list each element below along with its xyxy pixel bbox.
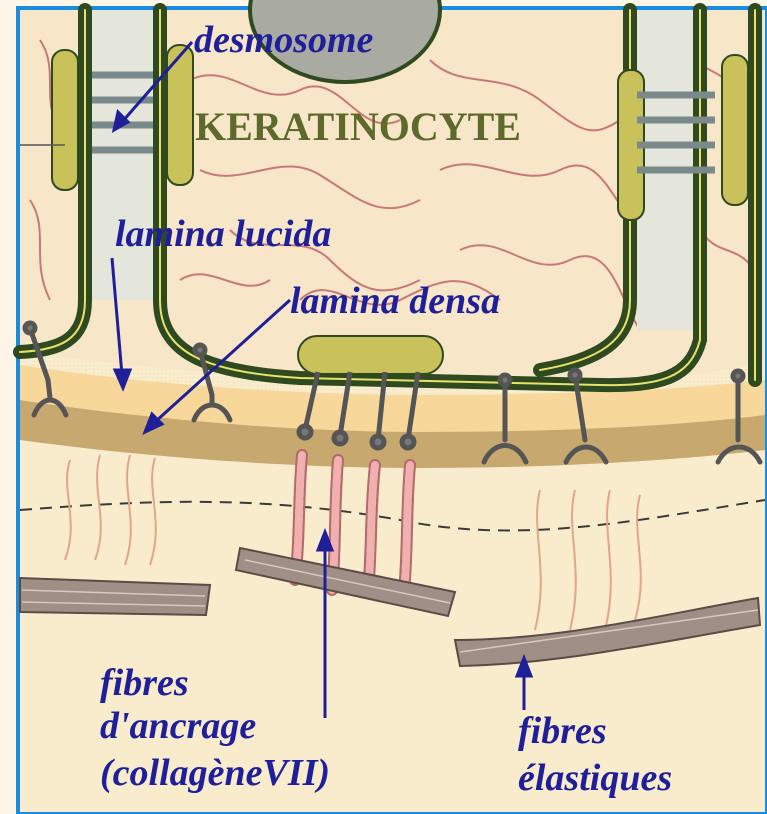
hemidesmosome-plaque: [298, 336, 443, 374]
intercellular-space-left: [92, 10, 153, 300]
diagram-title: KERATINOCYTE: [195, 104, 521, 149]
label-lamina-densa: lamina densa: [290, 280, 500, 322]
label-fibres-ancrage-line3: (collagèneVII): [100, 752, 330, 794]
label-fibres-elastiques-line1: fibres: [518, 710, 607, 752]
label-fibres-elastiques-line2: élastiques: [518, 757, 672, 799]
label-fibres-ancrage-line2: d'ancrage: [100, 705, 256, 747]
label-fibres-ancrage-line1: fibres: [100, 662, 189, 704]
label-desmosome: desmosome: [194, 19, 374, 61]
label-lamina-lucida: lamina lucida: [115, 213, 331, 255]
